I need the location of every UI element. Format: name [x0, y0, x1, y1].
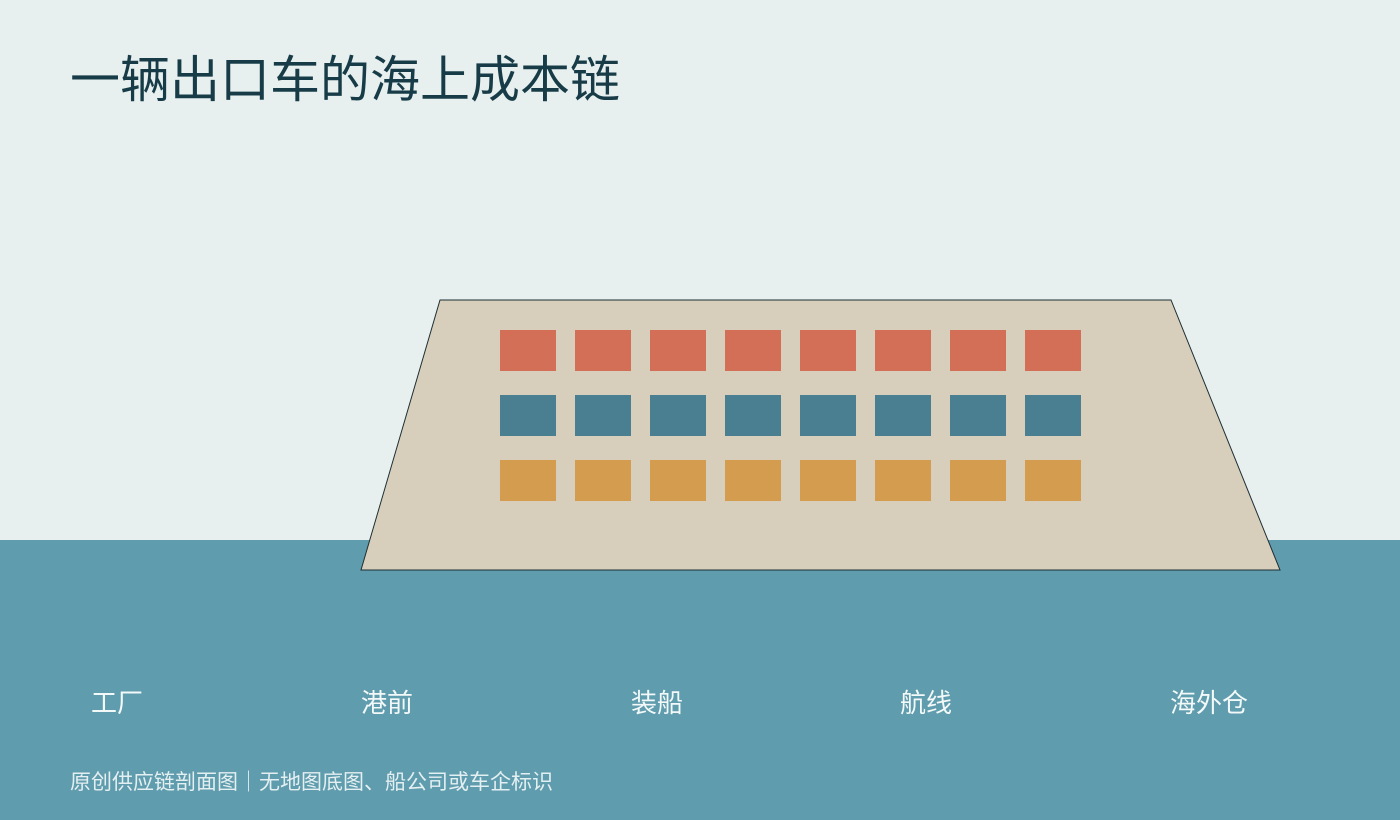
stage-label-pre-port: 港前 [361, 689, 414, 719]
footnote: 原创供应链剖面图｜无地图底图、船公司或车企标识 [70, 770, 553, 794]
container-box [875, 460, 931, 501]
container-box [1025, 460, 1081, 501]
container-box [575, 330, 631, 371]
stage-label-route: 航线 [900, 689, 953, 719]
container-box [950, 395, 1006, 436]
container-box [875, 395, 931, 436]
container-box [500, 460, 556, 501]
container-box [575, 395, 631, 436]
container-box [950, 330, 1006, 371]
container-box [650, 460, 706, 501]
page-title: 一辆出口车的海上成本链 [70, 51, 620, 109]
container-box [650, 330, 706, 371]
stage-label-factory: 工厂 [91, 689, 144, 719]
container-box [500, 330, 556, 371]
container-box [725, 330, 781, 371]
stage-label-overseas-warehouse: 海外仓 [1170, 689, 1249, 719]
container-box [500, 395, 556, 436]
sea-band [0, 540, 1400, 820]
container-box [950, 460, 1006, 501]
container-box [800, 460, 856, 501]
container-box [800, 330, 856, 371]
container-box [1025, 330, 1081, 371]
container-box [575, 460, 631, 501]
container-box [650, 395, 706, 436]
container-box [725, 460, 781, 501]
stage-label-loading: 装船 [631, 689, 684, 719]
container-box [1025, 395, 1081, 436]
container-box [875, 330, 931, 371]
container-box [725, 395, 781, 436]
container-box [800, 395, 856, 436]
container-grid [500, 330, 1081, 501]
